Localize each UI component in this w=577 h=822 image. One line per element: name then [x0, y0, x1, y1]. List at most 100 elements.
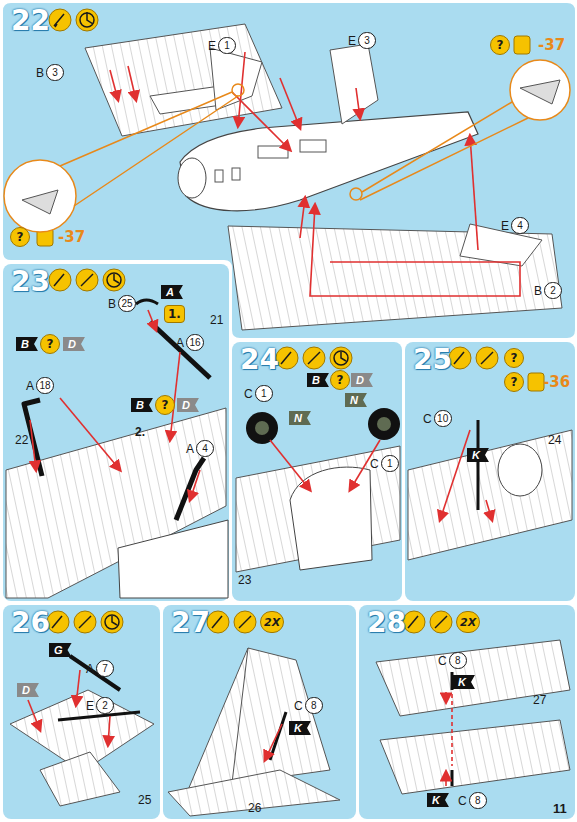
- step-number: 28: [367, 606, 406, 639]
- paint-flag: D: [177, 398, 199, 412]
- symbol-text: 1.: [168, 307, 181, 321]
- help-icon: ?: [504, 348, 524, 368]
- part-callout: C1: [244, 385, 273, 402]
- callout-number: 18: [36, 377, 54, 394]
- part-sprue-letter: C: [244, 387, 253, 401]
- part-sprue-letter: C: [370, 457, 379, 471]
- step-reference: 2.: [135, 425, 145, 439]
- callout-number: 1: [218, 37, 236, 54]
- symbol-text: D: [356, 374, 364, 386]
- symbol-text: 2X: [264, 616, 280, 629]
- callout-number: 7: [96, 660, 114, 677]
- part-callout: E2: [86, 697, 114, 714]
- part-sprue-letter: E: [501, 219, 509, 233]
- paint-flag: D: [17, 683, 39, 697]
- step-number: 27: [171, 606, 210, 639]
- symbol-text: G: [54, 644, 63, 656]
- part-callout: C1: [370, 455, 399, 472]
- part-callout: A7: [86, 660, 114, 677]
- callout-number: 3: [358, 32, 376, 49]
- step-reference: 24: [548, 433, 561, 447]
- symbol-text: A: [166, 286, 174, 298]
- symbol-text: 2X: [460, 616, 476, 629]
- part-callout: A4: [186, 440, 214, 457]
- paint-reference: -37: [58, 228, 85, 246]
- help-icon: ?: [504, 372, 524, 392]
- step-panel: 22B3E1E3E4B2??: [3, 3, 575, 338]
- count-badge: 2X: [456, 611, 480, 633]
- paint-flag: B: [16, 337, 38, 351]
- paint-flag: B: [131, 398, 153, 412]
- count-badge: 2X: [260, 611, 284, 633]
- step-reference: 27: [533, 693, 546, 707]
- callout-number: 2: [544, 282, 562, 299]
- part-sprue-letter: B: [108, 297, 116, 311]
- paint-flag: K: [289, 721, 311, 735]
- paint-flag: K: [427, 793, 449, 807]
- symbol-text: ?: [337, 373, 344, 387]
- part-sprue-letter: E: [348, 34, 356, 48]
- part-sprue-letter: B: [534, 284, 542, 298]
- part-callout: E4: [501, 217, 529, 234]
- help-icon: ?: [40, 334, 60, 354]
- paint-flag: N: [345, 393, 367, 407]
- part-sprue-letter: C: [438, 654, 447, 668]
- symbol-text: K: [432, 794, 440, 806]
- callout-number: 3: [46, 64, 64, 81]
- symbol-text: ?: [511, 375, 518, 389]
- part-callout: B3: [36, 64, 64, 81]
- symbol-text: K: [472, 449, 480, 461]
- step-reference: 22: [15, 433, 28, 447]
- callout-number: 8: [305, 697, 323, 714]
- part-callout: E1: [208, 37, 236, 54]
- part-callout: C8: [294, 697, 323, 714]
- symbol-text: ?: [497, 38, 504, 52]
- step-panel: 23B25A1.A16B?DA18B?DA4: [3, 264, 229, 601]
- step-panel: 24C1NB?DNC1: [232, 342, 402, 601]
- symbol-text: K: [294, 722, 302, 734]
- callout-number: 4: [511, 217, 529, 234]
- paint-flag: A: [161, 285, 183, 299]
- paint-reference: -37: [538, 36, 565, 54]
- part-callout: C10: [423, 410, 452, 427]
- callout-number: 10: [434, 410, 452, 427]
- symbol-text: B: [21, 338, 29, 350]
- symbol-text: ?: [162, 398, 169, 412]
- part-sprue-letter: A: [176, 336, 184, 350]
- step-reference: 26: [248, 801, 261, 815]
- step-number: 24: [240, 343, 279, 376]
- part-sprue-letter: A: [26, 379, 34, 393]
- paint-flag: K: [467, 448, 489, 462]
- part-sprue-letter: E: [86, 699, 94, 713]
- callout-number: 1: [381, 455, 399, 472]
- callout-number: 25: [118, 295, 136, 312]
- help-icon: ?: [330, 370, 350, 390]
- part-callout: C8: [458, 792, 487, 809]
- step-panel: 272XC8K: [163, 605, 356, 819]
- page-number: 11: [553, 801, 567, 816]
- part-callout: A18: [26, 377, 54, 394]
- part-sprue-letter: A: [86, 662, 94, 676]
- callout-number: 16: [186, 334, 204, 351]
- callout-number: 4: [196, 440, 214, 457]
- part-callout: B2: [534, 282, 562, 299]
- paint-flag: G: [49, 643, 72, 657]
- symbol-text: ?: [511, 351, 518, 365]
- step-panel: 26GA7DE2: [3, 605, 160, 819]
- part-sprue-letter: C: [294, 699, 303, 713]
- part-sprue-letter: B: [36, 66, 44, 80]
- part-callout: C8: [438, 652, 467, 669]
- step-panel: 282XC8KKC8: [359, 605, 575, 819]
- symbol-text: ?: [47, 337, 54, 351]
- part-sprue-letter: C: [423, 412, 432, 426]
- callout-number: 8: [469, 792, 487, 809]
- step-reference: 23: [238, 573, 251, 587]
- paint-flag: B: [307, 373, 329, 387]
- paint-flag: N: [289, 411, 311, 425]
- symbol-text: B: [136, 399, 144, 411]
- part-sprue-letter: A: [186, 442, 194, 456]
- paint-flag: D: [63, 337, 85, 351]
- callout-number: 8: [449, 652, 467, 669]
- paint-flag: D: [351, 373, 373, 387]
